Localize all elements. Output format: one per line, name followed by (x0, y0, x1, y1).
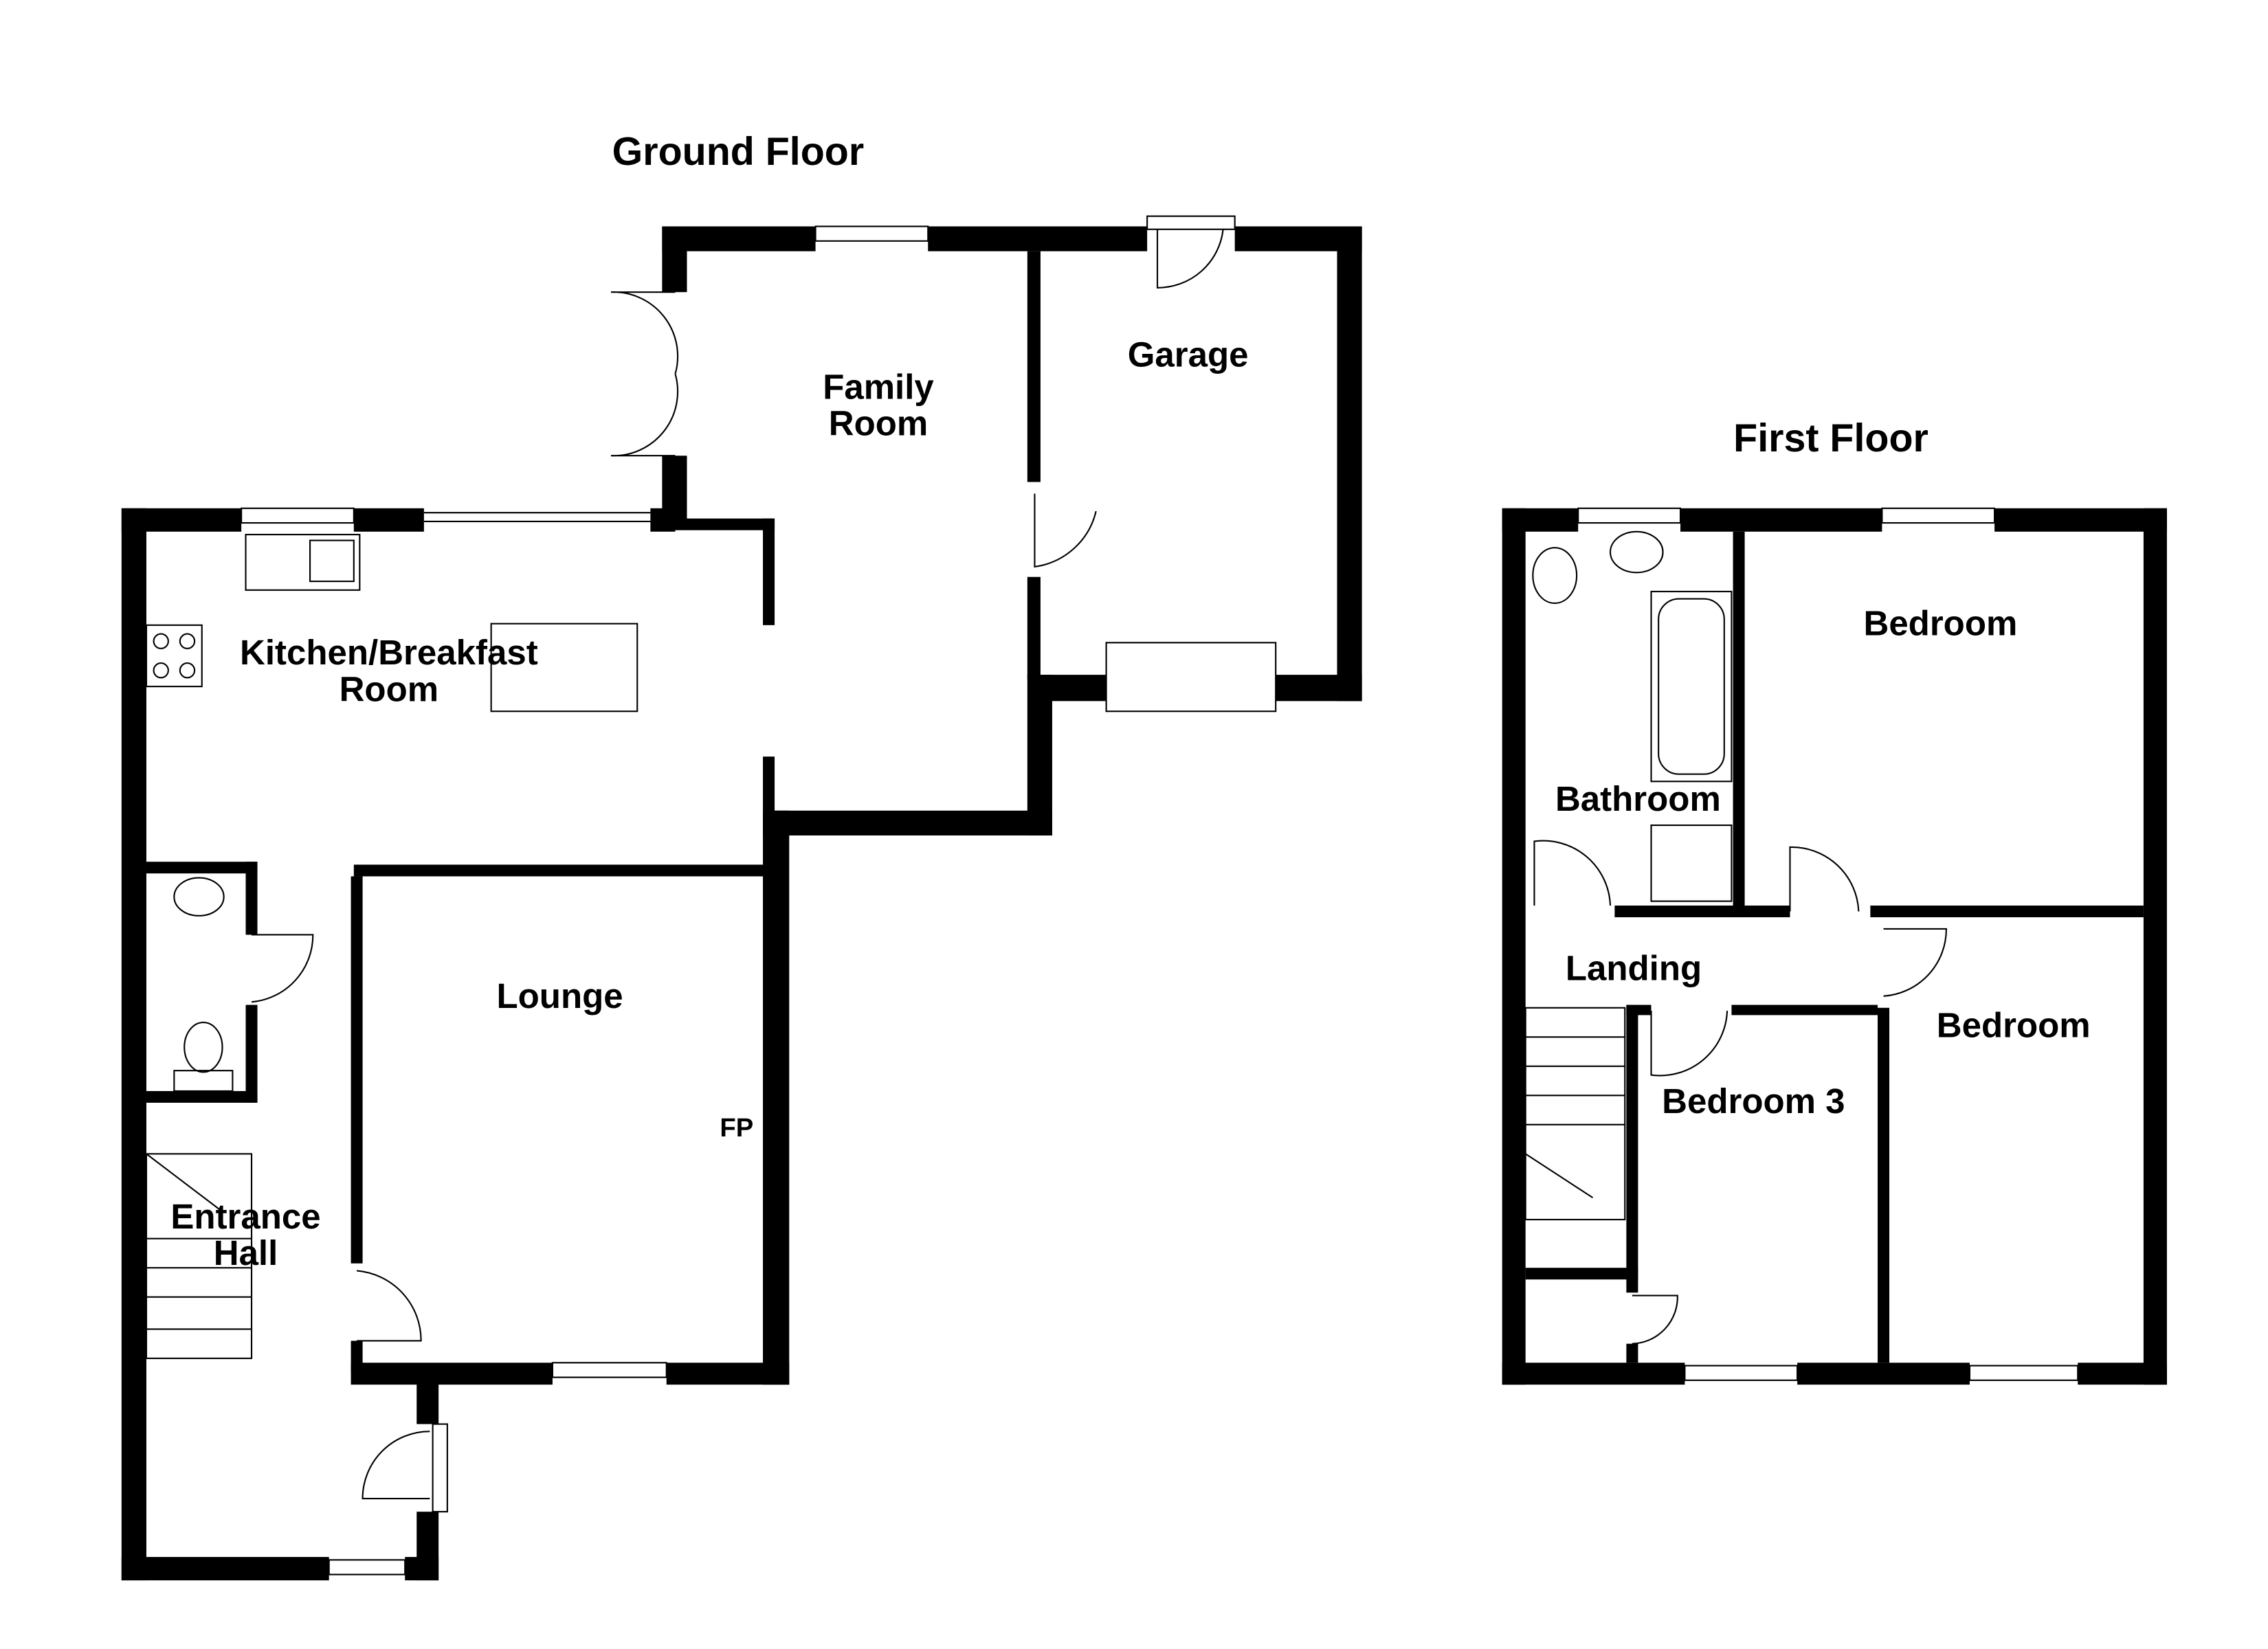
room-label-garage: Garage (1128, 335, 1249, 374)
island (490, 622, 638, 713)
window (241, 507, 355, 524)
labels: Ground Floor First Floor Family Room Gar… (170, 130, 2090, 1272)
room-label-entrance-hall: Entrance (170, 1197, 320, 1236)
window (1968, 1365, 2079, 1381)
basin (1609, 530, 1664, 574)
french-door (610, 373, 679, 457)
door-swing (1533, 840, 1612, 906)
room-label-bedroom-3: Bedroom 3 (1662, 1081, 1845, 1121)
shower (1650, 824, 1733, 902)
window (1146, 215, 1236, 230)
ground-floor-walls (121, 226, 1362, 1581)
room-label-bathroom: Bathroom (1555, 779, 1721, 818)
door-swing (1650, 1010, 1728, 1077)
toilet (1532, 547, 1578, 605)
door-swing (1156, 229, 1224, 289)
door-swing (251, 934, 314, 1003)
sink-unit (245, 533, 361, 591)
room-label-landing: Landing (1566, 948, 1702, 987)
door-swing (1883, 928, 1947, 997)
room-label-lounge: Lounge (497, 976, 623, 1016)
fireplace-label: FP (720, 1113, 753, 1143)
window (432, 1423, 448, 1513)
door-swing (1034, 493, 1097, 568)
window (328, 1559, 406, 1575)
basin (173, 877, 225, 917)
room-label-family-room: Family (823, 367, 934, 406)
room-label-kitchen: Kitchen/Breakfast (240, 633, 538, 672)
stairs (145, 1153, 253, 1360)
hob (145, 624, 203, 688)
door-swing (1632, 1294, 1678, 1345)
bath (1650, 590, 1733, 783)
french-door (610, 291, 679, 374)
ground-floor-title: Ground Floor (612, 130, 864, 174)
window (1577, 507, 1682, 524)
stairs (1524, 1007, 1626, 1221)
window (814, 225, 929, 242)
room-label-bedroom-top: Bedroom (1863, 604, 2017, 643)
garage-door (1105, 642, 1277, 713)
room-label-family-room-2: Room (829, 403, 928, 442)
door-swing (362, 1431, 430, 1500)
first-floor-fittings (1524, 507, 2079, 1381)
ground-floor-fittings (145, 215, 1277, 1575)
room-label-entrance-hall-2: Hall (214, 1233, 278, 1272)
room-label-bedroom-right: Bedroom (1937, 1005, 2091, 1044)
window (1684, 1365, 1799, 1381)
window (551, 1362, 667, 1378)
first-floor-title: First Floor (1733, 416, 1928, 460)
door-swing (1789, 846, 1860, 912)
room-label-kitchen-2: Room (340, 669, 438, 708)
window (1881, 507, 1996, 524)
toilet (184, 1021, 223, 1073)
door-swing (356, 1270, 422, 1342)
first-floor-walls (1502, 508, 2167, 1385)
